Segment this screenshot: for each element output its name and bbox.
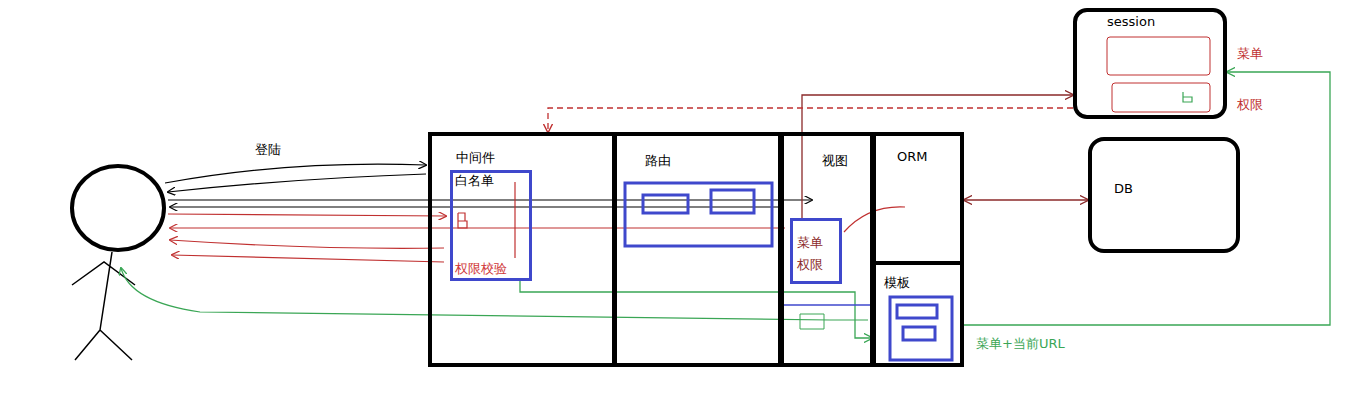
check-line [514, 182, 515, 258]
node-text: 模板 [884, 275, 910, 290]
url-box [643, 195, 688, 213]
node-text: 路由 [645, 153, 671, 168]
middleware-box: 白名单权限校验 中间件 [428, 132, 616, 367]
node-text: session [1107, 14, 1155, 29]
flow-connector [548, 108, 1073, 132]
template-slot [903, 327, 935, 340]
node-text: 白名单 [455, 173, 494, 188]
edge-label: 菜单+当前URL [976, 336, 1065, 351]
session-label: 菜单 [1237, 46, 1263, 61]
template-inner-box [890, 297, 952, 360]
reject-line [170, 240, 444, 248]
user-body [72, 252, 135, 360]
flow-connector [782, 304, 872, 305]
node-text: DB [1114, 181, 1133, 196]
flow-connector [964, 199, 1088, 200]
session-slot [1107, 37, 1210, 75]
reject-line [172, 255, 444, 262]
node-text: 权限校验 [455, 261, 507, 276]
template-slot [897, 305, 937, 318]
template-box: 模板 [872, 261, 964, 367]
request-line [168, 199, 812, 200]
login-return-line [168, 174, 426, 192]
request-line [168, 214, 446, 216]
node-text: 菜单 [797, 235, 823, 250]
whitelist-box: 白名单权限校验 [450, 170, 532, 281]
small-symbol [1183, 92, 1192, 102]
node-text: ORM [897, 149, 927, 164]
view-box: 菜单权限 视图 [780, 132, 874, 367]
flow-connector [964, 72, 1330, 325]
session-box: session [1073, 8, 1227, 119]
menu-permission-box: 菜单权限 [790, 218, 842, 284]
url-list-box [625, 183, 772, 246]
user-head [72, 166, 164, 250]
node-text: 视图 [822, 153, 848, 168]
session-slot [1112, 83, 1210, 112]
node-text: 权限 [797, 257, 823, 272]
node-text: 中间件 [456, 150, 495, 165]
flow-connector [520, 281, 872, 338]
router-box: 路由 [613, 132, 782, 367]
small-symbol [800, 314, 824, 329]
session-label: 权限 [1237, 97, 1263, 112]
url-box [711, 190, 754, 213]
small-symbol [458, 213, 467, 228]
flow-label: 登陆 [255, 142, 281, 157]
db-box: DB [1088, 137, 1240, 253]
response-line [170, 227, 785, 228]
orm-box: ORM [872, 132, 964, 265]
